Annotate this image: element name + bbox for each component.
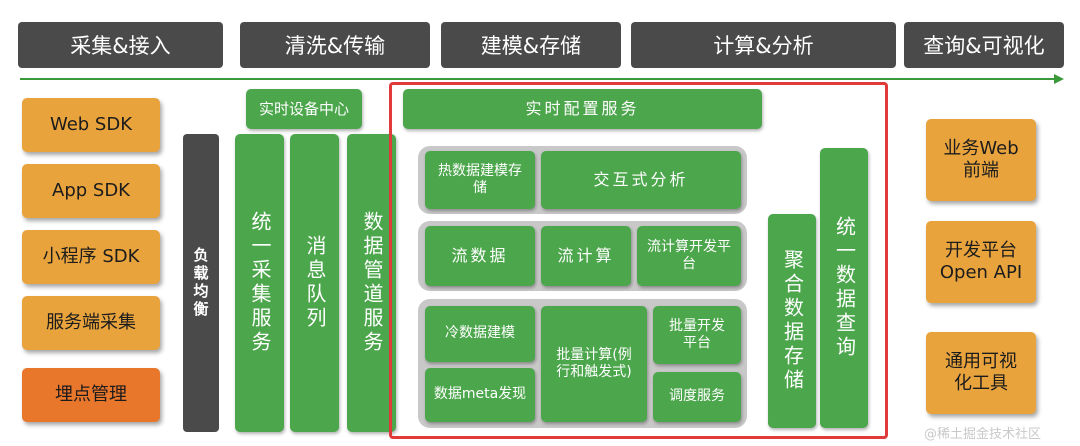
- load-balancer-label: 负载均衡: [191, 247, 210, 319]
- stage-compute: 计算&分析: [631, 22, 896, 68]
- data-pipeline-service: 数据管道服务: [347, 134, 396, 432]
- stage-model: 建模&存储: [441, 22, 621, 68]
- stream-compute: 流计算: [541, 226, 631, 286]
- stage-clean: 清洗&传输: [240, 22, 430, 68]
- interactive-analysis: 交互式分析: [541, 151, 741, 209]
- batch-dev-platform: 批量开发平台: [653, 306, 741, 364]
- source-web-sdk: Web SDK: [22, 98, 160, 152]
- flow-arrow: [20, 74, 1064, 84]
- load-balancer: 负载均衡: [183, 134, 219, 432]
- output-visualization-tools: 通用可视化工具: [926, 332, 1036, 414]
- hot-data-modeling: 热数据建模存储: [425, 151, 535, 209]
- source-app-sdk: App SDK: [22, 164, 160, 218]
- unified-data-query-label: 统一数据查询: [832, 216, 857, 360]
- data-meta-discovery: 数据meta发现: [425, 368, 535, 422]
- message-queue: 消息队列: [290, 134, 339, 432]
- realtime-device-center: 实时设备中心: [246, 89, 362, 129]
- aggregate-data-storage-label: 聚合数据存储: [780, 249, 805, 393]
- source-server-collect: 服务端采集: [22, 296, 160, 350]
- watermark: @稀土掘金技术社区: [924, 427, 1042, 442]
- cold-data-modeling: 冷数据建模: [425, 306, 535, 362]
- source-miniprogram-sdk: 小程序 SDK: [22, 230, 160, 284]
- tracking-management: 埋点管理: [22, 368, 160, 422]
- stage-query: 查询&可视化: [904, 22, 1064, 68]
- stream-dev-platform: 流计算开发平台: [637, 226, 741, 286]
- output-open-api: 开发平台Open API: [926, 221, 1036, 303]
- scheduler-service: 调度服务: [653, 372, 741, 422]
- unified-collect-service: 统一采集服务: [235, 134, 284, 432]
- aggregate-data-storage: 聚合数据存储: [768, 214, 816, 428]
- stage-collect: 采集&接入: [18, 22, 223, 68]
- message-queue-label: 消息队列: [303, 235, 327, 331]
- stream-data: 流数据: [425, 226, 535, 286]
- output-business-web: 业务Web前端: [926, 119, 1036, 201]
- unified-data-query: 统一数据查询: [820, 148, 868, 428]
- realtime-config-service: 实时配置服务: [403, 89, 762, 129]
- highlight-frame: [389, 82, 888, 439]
- batch-compute: 批量计算(例行和触发式): [541, 306, 647, 422]
- unified-collect-service-label: 统一采集服务: [248, 211, 272, 355]
- data-pipeline-service-label: 数据管道服务: [360, 211, 384, 355]
